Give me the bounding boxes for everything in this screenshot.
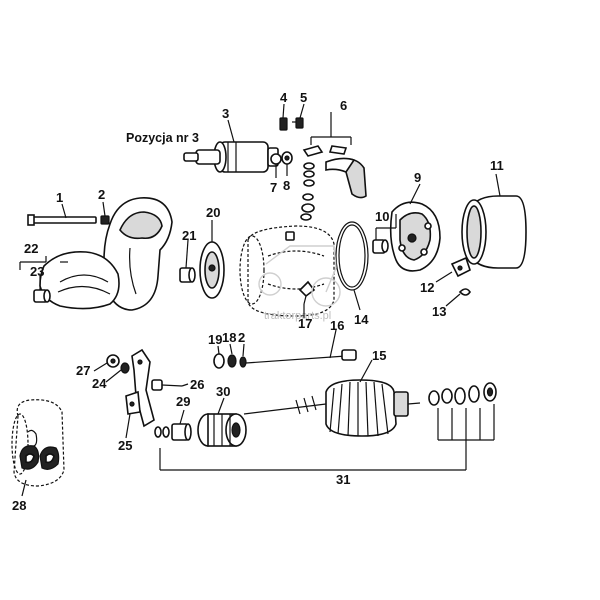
bushing-21 [179,267,196,283]
watermark: traktorparts.pl [258,245,341,322]
field-coils-28 [11,399,65,487]
field-frame-part [239,225,335,317]
callout-9: 9 [414,170,421,185]
callout-29: 29 [176,394,190,409]
watermark-text: traktorparts.pl [264,310,331,322]
drive-clutch-30 [197,413,247,447]
terminal-bolts [270,117,304,165]
o-ring-14 [335,221,369,291]
callout-8: 8 [283,178,290,193]
nose-housing-part [19,250,120,310]
callout-12: 12 [420,280,434,295]
callout-25: 25 [118,438,132,453]
callout-numbers: 1 2 3 4 5 6 7 8 9 10 11 12 13 14 15 16 1… [12,90,504,513]
washers-27-24 [106,354,130,374]
callout-13: 13 [432,304,446,319]
clip-17 [298,280,316,305]
callout-5: 5 [300,90,307,105]
callout-6: 6 [340,98,347,113]
callout-24: 24 [92,376,107,391]
callout-22: 22 [24,241,38,256]
solenoid-part [183,141,279,173]
callout-21: 21 [182,228,196,243]
nut-2 [100,215,110,225]
through-bolt-1 [27,214,97,226]
callout-10: 10 [375,209,389,224]
callout-31: 31 [336,472,350,487]
bushing-10 [372,214,397,254]
terminal-clip [450,256,471,296]
callout-1: 1 [56,190,63,205]
callout-2: 2 [98,187,105,202]
callout-3: 3 [222,106,229,121]
bushing-23 [33,289,51,303]
callout-20: 20 [206,205,220,220]
screw-26 [151,379,183,391]
callout-18: 18 [222,330,236,345]
fork-lever-25 [125,348,155,428]
callout-14: 14 [354,312,369,327]
callout-28: 28 [12,498,26,513]
disc-20 [199,241,225,299]
cover-band-part [461,195,527,269]
callout-26: 26 [190,377,204,392]
brush-set-part [300,130,367,221]
armature-15 [243,379,421,437]
callout-2b: 2 [238,330,245,345]
washers-19-18-2 [213,353,247,369]
callout-15: 15 [372,348,386,363]
callout-30: 30 [216,384,230,399]
callout-27: 27 [76,363,90,378]
callout-7: 7 [270,180,277,195]
callout-4: 4 [280,90,288,105]
callout-17: 17 [298,316,312,331]
position-heading: Pozycja nr 3 [126,131,199,145]
through-rod-16 [245,349,357,364]
end-plate-part [389,201,441,272]
callout-23: 23 [30,264,44,279]
callout-11: 11 [490,158,504,173]
leader-lines [21,103,501,497]
pinion-29 [154,423,192,441]
callout-19: 19 [208,332,222,347]
shaft-washers [428,382,497,406]
bracket-31 [159,404,495,471]
callout-16: 16 [330,318,344,333]
